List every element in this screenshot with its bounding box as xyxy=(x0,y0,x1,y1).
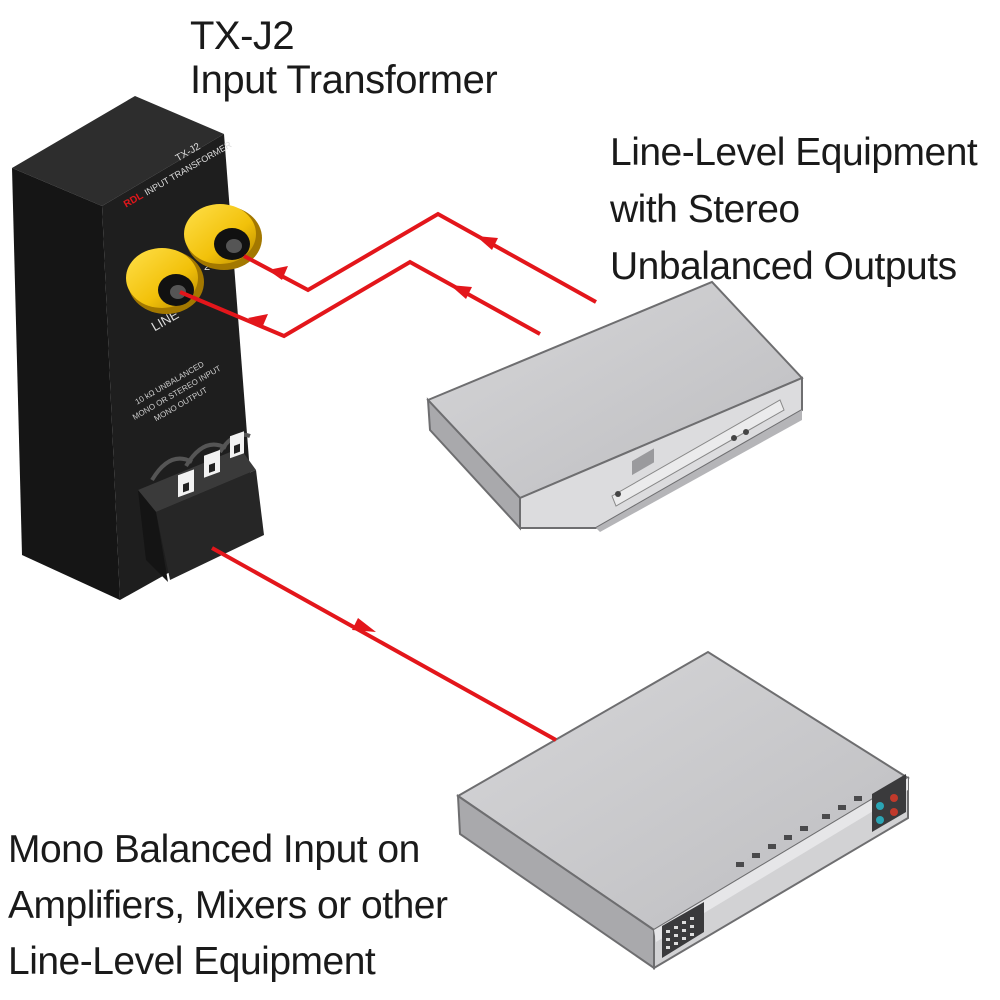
cable-mono-output xyxy=(211,546,557,742)
signal-arrow-icon xyxy=(248,314,268,328)
model-name: TX-J2 xyxy=(190,14,295,58)
jack-number-2: 2 xyxy=(204,261,210,273)
output-jack xyxy=(890,808,898,816)
signal-arrows xyxy=(248,236,498,632)
status-led xyxy=(731,435,737,441)
signal-arrow-icon xyxy=(352,618,376,632)
signal-arrow-icon xyxy=(476,236,498,250)
destination-label-line-2: Amplifiers, Mixers or other xyxy=(8,884,448,927)
output-jack xyxy=(890,794,898,802)
source-equipment-label: Line-Level Equipment with Stereo Unbalan… xyxy=(610,124,978,295)
rca-jack-icon xyxy=(184,204,262,270)
destination-equipment-label: Mono Balanced Input on Amplifiers, Mixer… xyxy=(8,822,448,990)
terminal-block-icon xyxy=(138,431,264,582)
front-panel-controls xyxy=(662,774,906,958)
destination-label-line-3: Line-Level Equipment xyxy=(8,940,376,983)
source-label-line-2: with Stereo xyxy=(610,188,800,231)
device-title: TX-J2 Input Transformer xyxy=(190,14,498,102)
tx-j2-module: TX-J2 RDL INPUT TRANSFORMER 10 kΩ UNBALA… xyxy=(12,96,264,600)
display-panel xyxy=(632,448,654,476)
device-description: Input Transformer xyxy=(190,58,498,102)
source-label-line-3: Unbalanced Outputs xyxy=(610,245,957,288)
source-label-line-1: Line-Level Equipment xyxy=(610,131,978,174)
cable-left-channel xyxy=(243,211,597,304)
source-equipment xyxy=(426,280,804,532)
output-jack xyxy=(876,816,884,824)
output-jack xyxy=(876,802,884,810)
destination-equipment xyxy=(456,650,910,970)
cable-right-channel xyxy=(179,259,541,339)
signal-arrow-icon xyxy=(268,266,288,280)
destination-label-line-1: Mono Balanced Input on xyxy=(8,828,420,871)
power-button xyxy=(615,491,621,497)
status-led xyxy=(743,429,749,435)
signal-arrow-icon xyxy=(450,285,472,299)
